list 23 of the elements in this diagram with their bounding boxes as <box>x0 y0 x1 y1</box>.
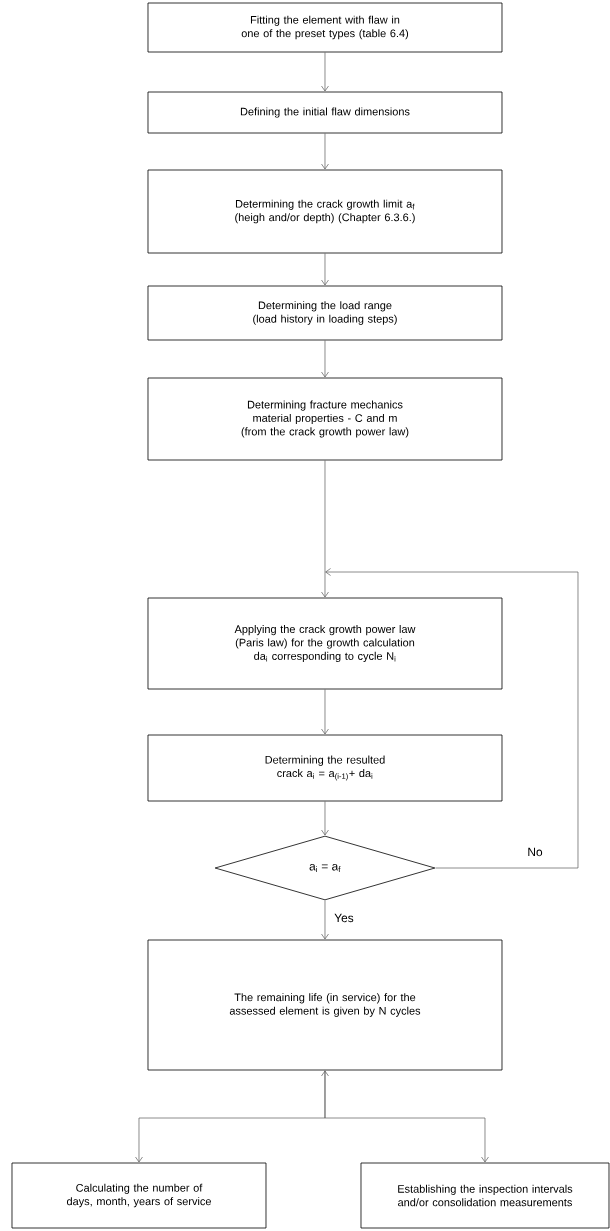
arrow <box>321 900 329 940</box>
edge-label: No <box>526 846 544 858</box>
process-box: Calculating the number of days, month, years of service <box>11 1162 267 1229</box>
process-box: Defining the initial flaw dimensions <box>147 91 503 134</box>
arrow <box>325 568 579 869</box>
arrow <box>321 460 329 598</box>
process-box: Determining the crack growth limit a$_{f}$ (heigh and/or depth) (Chapter 6.3.6.) <box>147 169 503 254</box>
process-box: Determining fracture mechanics material properties - C and m (from the crack growth power law) <box>147 377 503 461</box>
arrow <box>321 340 329 378</box>
process-box: Fitting the element with flaw in one of the preset types (table 6.4) <box>147 2 503 53</box>
arrow <box>321 253 329 286</box>
arrow <box>321 801 329 836</box>
arrow <box>321 133 329 170</box>
process-box: Establishing the inspection intervals and/or consolidation measurements <box>360 1162 610 1229</box>
arrow <box>321 689 329 735</box>
edge-label: Yes <box>333 912 355 924</box>
process-box: Applying the crack growth power law (Paris law) for the growth calculation da$_{i}$ corresponding to cycle N$_{i}$ <box>147 597 503 690</box>
arrow <box>135 1070 329 1163</box>
arrow <box>321 52 329 92</box>
process-box: The remaining life (in service) for the assessed element is given by N cycles <box>147 939 503 1071</box>
process-box: Determining the load range (load history in loading steps) <box>147 285 503 341</box>
arrow <box>324 1070 489 1163</box>
process-box: Determining the resulted crack a$_{i}$ = a$_{(i-1)}$+ da$_{i}$ <box>147 734 503 802</box>
